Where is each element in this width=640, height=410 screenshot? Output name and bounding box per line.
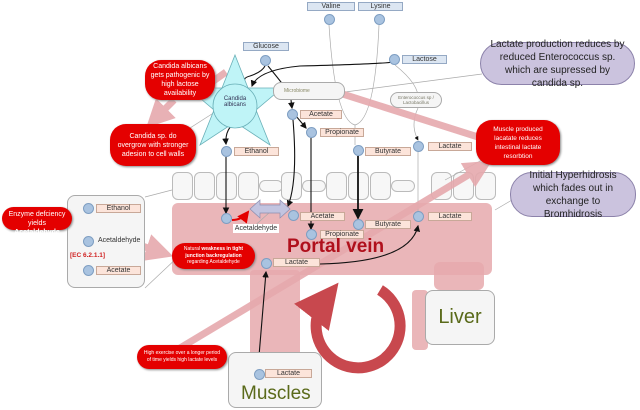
note-weakness-c: regarding Acetaldehyde — [187, 259, 240, 265]
muscle-lactate-node — [254, 369, 265, 380]
lactate-in-node — [261, 258, 272, 269]
note-muscle-lactate: Muscle produced lacatate reduces intesti… — [476, 120, 560, 165]
liver-box: Liver — [425, 290, 495, 345]
note-tight-junction: Natural weakness in tight junction backr… — [172, 243, 255, 269]
note-enzyme-deficiency: Enzyme defciency yields Acetaldehyde — [2, 207, 72, 236]
acetaldehyde-label: Acetaldehyde — [233, 224, 279, 233]
note-candida-overgrow: Candida sp. do overgrow with stronger ad… — [110, 124, 196, 166]
liver-vessel-2 — [412, 290, 428, 350]
portal-butyrate-label: Butyrate — [365, 220, 411, 229]
inset-ethanol-label: Ethanol — [96, 204, 141, 213]
muscle-lactate-label: Lactate — [265, 369, 312, 378]
inset-ethanol-node — [83, 203, 94, 214]
lactose-node — [389, 54, 400, 65]
microbiome-box: Microbiome — [273, 82, 345, 100]
portal-vein-title: Portal vein — [287, 236, 385, 257]
propionate-node — [306, 127, 317, 138]
lysine-label: Lysine — [358, 2, 403, 11]
ethanol-node — [221, 146, 232, 157]
lysine-node — [374, 14, 385, 25]
portal-propionate-label: Propionate — [320, 230, 364, 239]
portal-acetate-node — [288, 210, 299, 221]
inset-box: Ethanol Acetaldehyde [EC 6.2.1.1] Acetat… — [67, 195, 145, 288]
portal-propionate-node — [306, 229, 317, 240]
microbiome-label: Microbiome — [284, 88, 310, 94]
lactate-in-label: Lactate — [273, 258, 320, 267]
acetate-node — [287, 109, 298, 120]
muscles-box: Lactate Muscles — [228, 352, 322, 408]
liver-label: Liver — [438, 306, 482, 328]
lactate-node — [413, 141, 424, 152]
glucose-node — [260, 55, 271, 66]
lactate-label: Lactate — [428, 142, 472, 151]
note-high-exercise: High exercise over a longer period of ti… — [137, 345, 227, 369]
note-enzyme-bold: Acetaldehyde — [14, 229, 60, 236]
valine-label: Valine — [307, 2, 355, 11]
inset-acetate-label: Acetate — [96, 266, 141, 275]
portal-lactate-node — [413, 211, 424, 222]
acetaldehyde-node — [221, 213, 232, 224]
inset-acetaldehyde-label: Acetaldehyde — [98, 237, 141, 244]
circulation-arrow — [294, 282, 406, 374]
note-hyperhidrosis: Initial Hyperhidrosis which fades out in… — [510, 170, 636, 220]
note-enzyme-text: Enzyme defciency yields — [8, 211, 66, 227]
muscles-label: Muscles — [241, 383, 311, 404]
enterococcus-box: Enterococcus sp / Lactobacillus — [390, 92, 442, 108]
enterococcus-label: Enterococcus sp / Lactobacillus — [398, 95, 434, 105]
liver-vessel — [434, 262, 484, 290]
valine-node — [324, 14, 335, 25]
note-candida-pathogenic: Candida albicans gets pathogenic by high… — [145, 60, 215, 100]
inset-acetate-node — [83, 265, 94, 276]
note-weakness-b: weakness in tight junction backregulatio… — [185, 246, 244, 259]
tight-junction-double-arrow — [249, 199, 291, 219]
inset-acetaldehyde-node — [83, 236, 94, 247]
portal-butyrate-node — [353, 219, 364, 230]
butyrate-node — [353, 145, 364, 156]
candida-label: Candida albicans — [223, 96, 247, 108]
acetate-label: Acetate — [300, 110, 342, 119]
ethanol-label: Ethanol — [234, 147, 279, 156]
note-weakness-a: Natural — [183, 246, 202, 252]
butyrate-label: Butyrate — [365, 147, 411, 156]
enzyme-label: [EC 6.2.1.1] — [70, 252, 106, 259]
propionate-label: Propionate — [320, 128, 364, 137]
portal-lactate-label: Lactate — [428, 212, 472, 221]
portal-acetate-label: Acetate — [300, 212, 345, 221]
note-lactate-reduction: Lactate production reduces by reduced En… — [480, 39, 635, 89]
lactose-label: Lactose — [402, 55, 447, 64]
glucose-label: Glucose — [243, 42, 289, 51]
